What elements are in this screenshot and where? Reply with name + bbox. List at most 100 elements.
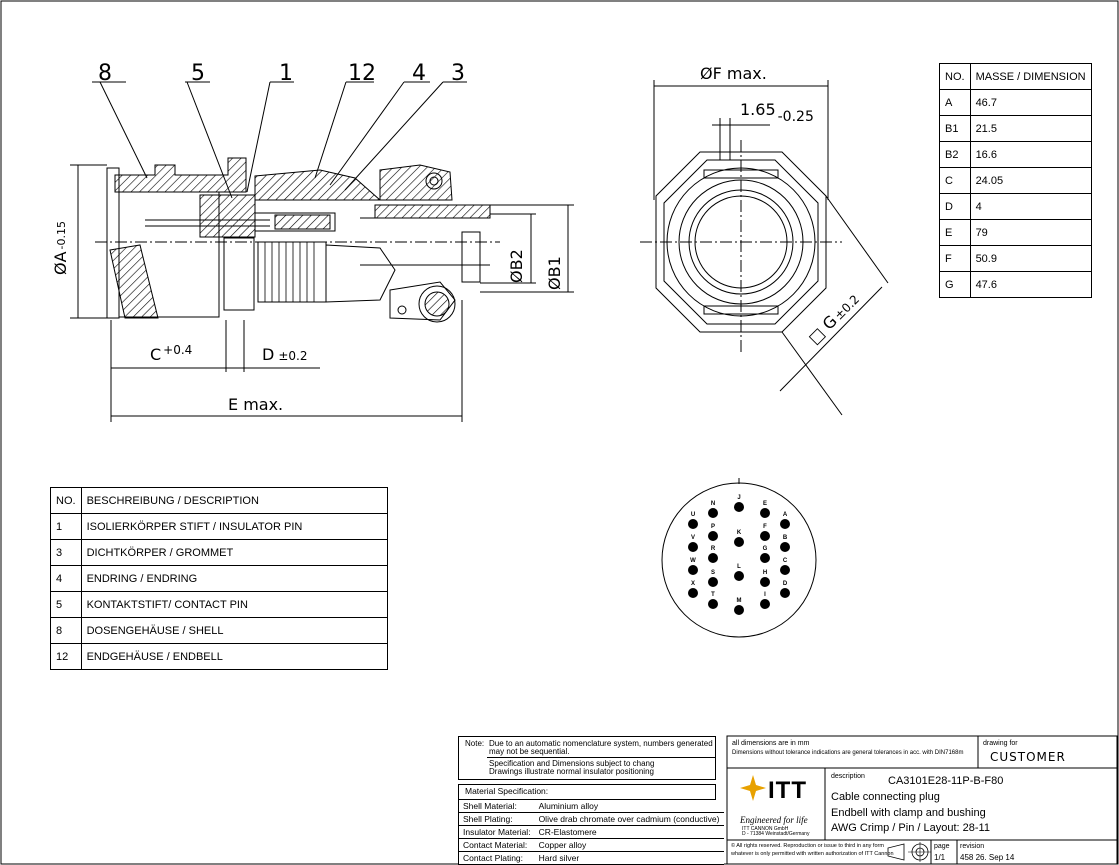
projection-symbol-icon [887, 842, 931, 862]
contact-pin [708, 531, 718, 541]
dim-table-cell: B1 [939, 115, 971, 142]
material-box: Material Specification: Shell Material:A… [458, 784, 724, 865]
pin-label: N [711, 501, 715, 507]
pin-label: K [737, 530, 742, 536]
dim-table-cell: 16.6 [969, 141, 1092, 168]
part-number: CA3101E28-11P-B-F80 [888, 775, 1004, 787]
material-row: Insulator Material:CR-Elastomere [459, 825, 724, 839]
dim-table-cell: F [939, 245, 971, 272]
revision-value: 458 26. Sep 14 [960, 853, 1015, 862]
material-title: Material Specification: [459, 785, 715, 800]
parts-table-cell: ENDRING / ENDRING [80, 565, 389, 592]
note-box: Note: Due to an automatic nomenclature s… [458, 736, 716, 780]
material-row: Contact Plating:Hard silver [459, 851, 724, 865]
company-name: ITT CANNON GmbH [742, 826, 789, 832]
dim-table-header-no: NO. [939, 63, 971, 90]
itt-star-icon [740, 775, 766, 801]
balloon-8: 8 [98, 61, 112, 86]
dim-c: C+0.4 [150, 343, 192, 364]
dim-table-cell: 50.9 [969, 245, 1092, 272]
logo-text: ITT [768, 777, 807, 804]
dim-table-cell: D [939, 193, 971, 220]
dim-table-header-dim: MASSE / DIMENSION [969, 63, 1092, 90]
contact-pin [734, 537, 744, 547]
dim-table-cell: G [939, 271, 971, 298]
title-block-frame [726, 735, 1118, 865]
dim-table-cell: E [939, 219, 971, 246]
dim-table-cell: B2 [939, 141, 971, 168]
parts-table-cell: KONTAKTSTIFT/ CONTACT PIN [80, 591, 389, 618]
contact-pin [734, 502, 744, 512]
pin-label: G [763, 546, 768, 552]
slogan: Engineered for life [740, 815, 808, 825]
note-line3: Specification and Dimensions subject to … [489, 759, 655, 768]
pin-label: R [711, 546, 716, 552]
dim-table-cell: 79 [969, 219, 1092, 246]
dim-f: ØF max. [700, 64, 767, 83]
contact-pin [780, 519, 790, 529]
contact-pin [760, 553, 770, 563]
parts-table-header-desc: BESCHREIBUNG / DESCRIPTION [80, 487, 389, 514]
pin-label: X [691, 581, 695, 587]
material-row: Shell Plating:Olive drab chromate over c… [459, 812, 724, 826]
material-cell: Contact Plating: [459, 851, 535, 865]
material-cell: Copper alloy [534, 838, 724, 852]
dim-g: □ G±0.2 [804, 289, 863, 348]
pin-label: H [763, 570, 767, 576]
parts-table-cell: 1 [50, 513, 82, 540]
parts-table-cell: DOSENGEHÄUSE / SHELL [80, 617, 389, 644]
pin-label: A [783, 512, 788, 518]
company-address: D - 71384 Weinstadt/Germany [742, 831, 810, 837]
copyright-line2: whatever is only permitted with written … [731, 851, 894, 857]
contact-pin [780, 542, 790, 552]
description-label: description [831, 773, 865, 780]
dim-table-cell: 24.05 [969, 167, 1092, 194]
drawing-for-label: drawing for [983, 740, 1018, 747]
contact-pin [780, 588, 790, 598]
pin-label: S [711, 570, 715, 576]
note-line1: Due to an automatic nomenclature system,… [489, 739, 713, 748]
dim-1-65: 1.65-0.25 [740, 100, 814, 125]
pin-label: I [764, 592, 766, 598]
parts-table-cell: 5 [50, 591, 82, 618]
contact-pin [760, 577, 770, 587]
pin-label: J [737, 495, 740, 501]
material-cell: Olive drab chromate over cadmium (conduc… [534, 812, 724, 826]
revision-label: revision [960, 843, 985, 850]
dim-a: ØA-0.15 [51, 221, 70, 275]
end-view [640, 80, 889, 416]
contact-pin [688, 565, 698, 575]
material-cell: Aluminium alloy [534, 800, 724, 813]
pin-label: B [783, 535, 788, 541]
dim-e: E max. [228, 395, 283, 414]
desc-line3: AWG Crimp / Pin / Layout: 28-11 [831, 822, 990, 834]
contact-pin [688, 588, 698, 598]
material-cell: Hard silver [534, 851, 724, 865]
copyright-line1: © All rights reserved. Reproduction or i… [731, 843, 884, 849]
parts-table-header-no: NO. [50, 487, 82, 514]
contact-pin [688, 519, 698, 529]
pin-label: P [711, 524, 715, 530]
contact-pin [734, 605, 744, 615]
pin-label: T [711, 592, 715, 598]
contact-pin [734, 571, 744, 581]
parts-table-cell: 8 [50, 617, 82, 644]
tolerance-note: Dimensions without tolerance indications… [732, 750, 964, 756]
contact-pin [708, 577, 718, 587]
contact-pin [688, 542, 698, 552]
itt-logo: ITT Engineered for life ITT CANNON GmbH … [738, 775, 823, 837]
balloon-1: 1 [279, 61, 293, 86]
material-cell: CR-Elastomere [534, 825, 724, 839]
note-line2: may not be sequential. [489, 747, 570, 756]
dim-table-cell: 46.7 [969, 89, 1092, 116]
parts-table-cell: DICHTKÖRPER / GROMMET [80, 539, 389, 566]
note-line4: Drawings illustrate normal insulator pos… [489, 767, 654, 776]
parts-table-cell: ISOLIERKÖRPER STIFT / INSULATOR PIN [80, 513, 389, 540]
